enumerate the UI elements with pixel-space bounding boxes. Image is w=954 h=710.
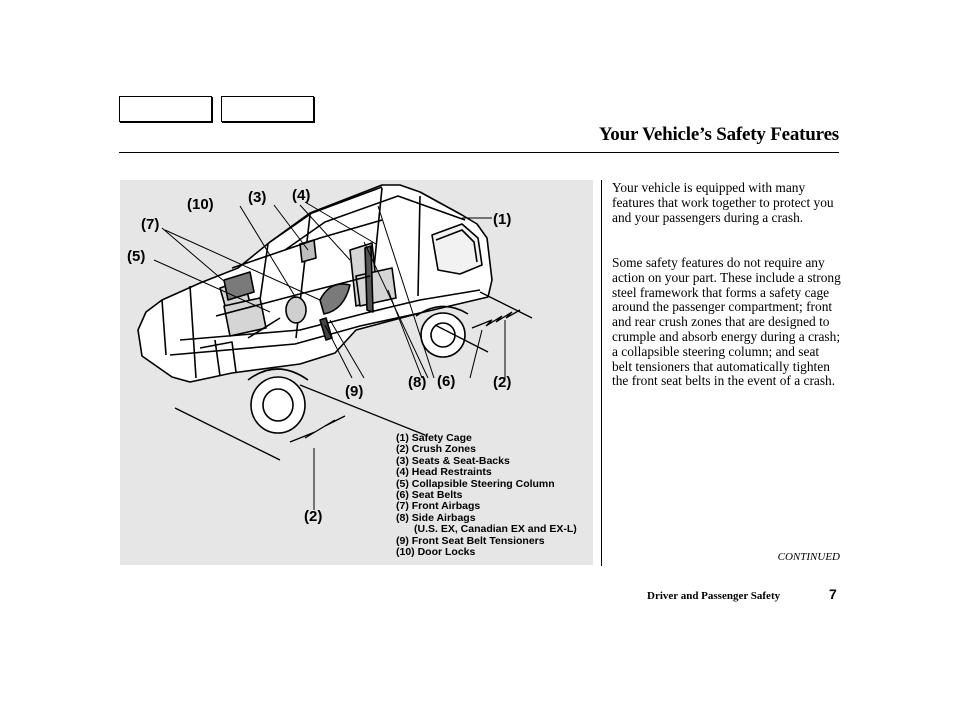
callout-6: (6) [437, 373, 456, 390]
page-title: Your Vehicle’s Safety Features [598, 124, 839, 145]
legend-item: (1) Safety Cage [396, 432, 472, 444]
legend-item: (10) Door Locks [396, 546, 476, 559]
callout-7: (7) [141, 216, 160, 233]
callout-4: (4) [292, 187, 311, 204]
legend-item: (3) Seats & Seat-Backs [396, 454, 510, 467]
callout-1: (1) [493, 211, 512, 228]
callout-5: (5) [127, 248, 146, 265]
header-tab-box-right [221, 96, 314, 122]
legend-item: (5) Collapsible Steering Column [396, 477, 555, 490]
safety-features-illustration: (10) (3) (4) (7) (5) (1) (9) (8) (6) (2)… [120, 180, 593, 565]
callout-10: (10) [187, 196, 214, 213]
intro-paragraph: Your vehicle is equipped with many featu… [612, 180, 834, 225]
figure-legend: (1) Safety Cage (2) Crush Zones (3) Seat… [396, 432, 577, 559]
vehicle-cutaway-drawing [137, 184, 533, 510]
page-number: 7 [829, 586, 837, 602]
legend-item: (6) Seat Belts [396, 489, 463, 502]
legend-item: (2) Crush Zones [396, 443, 476, 456]
legend-item: (8) Side Airbags [396, 511, 476, 524]
header-tab-box-left [119, 96, 212, 122]
legend-item: (9) Front Seat Belt Tensioners [396, 534, 545, 547]
callout-3: (3) [248, 189, 267, 206]
callout-2-front: (2) [304, 508, 323, 525]
features-paragraph: Some safety features do not require any … [612, 255, 841, 389]
footer-section-title: Driver and Passenger Safety [647, 590, 781, 602]
legend-item: (7) Front Airbags [396, 500, 481, 513]
legend-item: (U.S. EX, Canadian EX and EX-L) [414, 523, 577, 536]
callout-2-rear: (2) [493, 374, 512, 391]
legend-item: (4) Head Restraints [396, 466, 492, 479]
continued-note: CONTINUED [777, 551, 840, 563]
callout-9: (9) [345, 383, 364, 400]
title-divider [119, 152, 839, 153]
callout-8: (8) [408, 374, 427, 391]
column-divider [601, 180, 602, 566]
